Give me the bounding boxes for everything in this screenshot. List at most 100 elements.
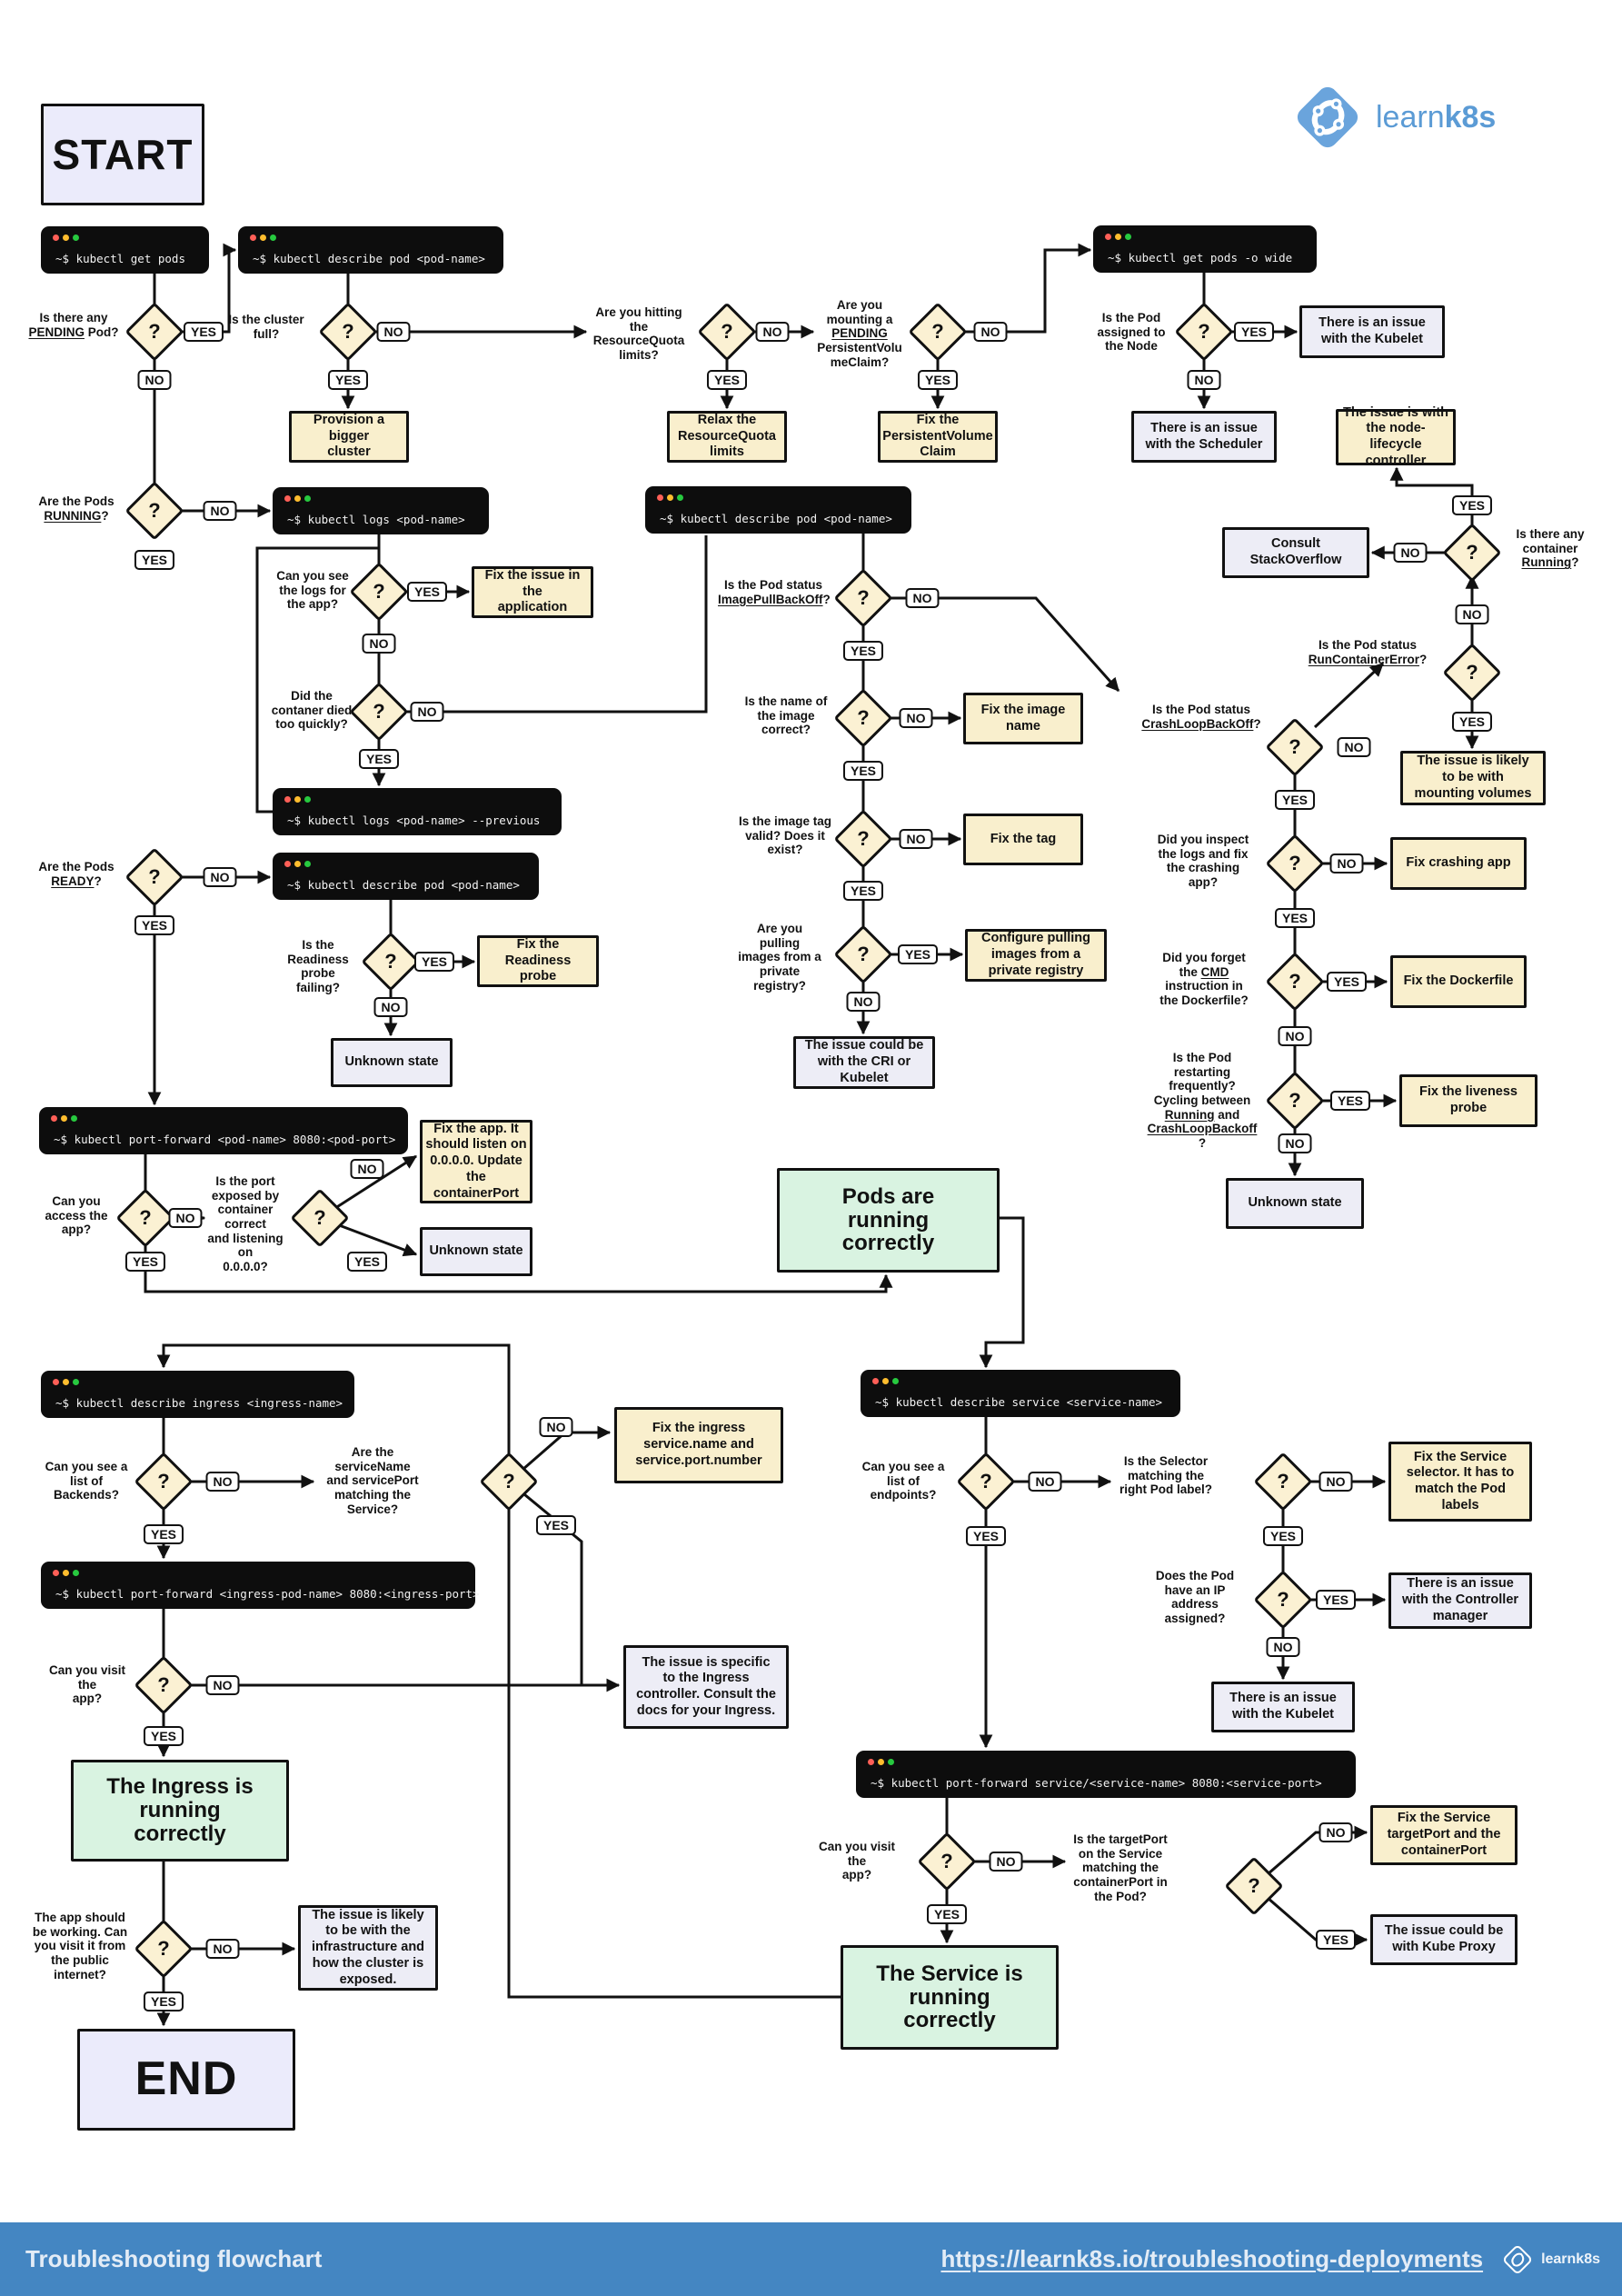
terminal-dots	[1105, 234, 1135, 240]
no-label-39: NO	[373, 997, 408, 1017]
terminal-dots	[51, 1115, 81, 1122]
start-node: START	[41, 104, 204, 205]
terminal-dots	[53, 1570, 83, 1576]
terminal-command: ~$ kubectl describe ingress <ingress-nam…	[55, 1396, 343, 1410]
decision-readiness-probe: ?	[360, 931, 422, 993]
terminal-command: ~$ kubectl logs <pod-name> --previous	[287, 814, 541, 827]
yes-label-17: YES	[1274, 908, 1316, 928]
decision-container-running: ?	[1441, 522, 1503, 584]
no-label-40: NO	[168, 1208, 203, 1228]
no-label-14: NO	[1337, 737, 1371, 757]
question-mark: ?	[857, 827, 870, 850]
connector-32	[379, 535, 708, 714]
no-label-16: NO	[1329, 854, 1364, 873]
question-mark: ?	[931, 320, 944, 343]
terminal-dots	[868, 1759, 898, 1765]
decision-selector-label: ?	[1252, 1451, 1314, 1512]
decision-private-registry: ?	[832, 923, 894, 985]
yes-label-8: YES	[1233, 322, 1275, 342]
decision-visit-app-service: ?	[916, 1831, 978, 1892]
unknown-state-port: Unknown state	[420, 1227, 532, 1276]
terminal-port-forward-service: ~$ kubectl port-forward service/<service…	[856, 1751, 1356, 1798]
terminal-describe-pod-mid: ~$ kubectl describe pod <pod-name>	[645, 486, 911, 534]
yes-label-41: YES	[124, 1252, 166, 1272]
no-label-45: NO	[539, 1417, 573, 1437]
no-label-60: NO	[1318, 1822, 1353, 1842]
question-mark: ?	[1198, 320, 1210, 343]
no-label-50: NO	[205, 1939, 240, 1959]
terminal-get-pods-o-wide: ~$ kubectl get pods -o wide	[1093, 225, 1317, 273]
yes-label-13: YES	[1451, 712, 1493, 732]
yes-label-47: YES	[143, 1524, 184, 1544]
terminal-dots	[284, 796, 314, 803]
question-mark: ?	[1466, 661, 1478, 684]
learnk8s-wordmark: learnk8s	[1376, 99, 1497, 135]
decision-see-endpoints: ?	[955, 1451, 1017, 1512]
yes-label-20: YES	[1329, 1091, 1371, 1111]
learnk8s-logo: learnk8s	[1289, 78, 1496, 156]
decision-image-name: ?	[832, 687, 894, 749]
terminal-dots	[53, 235, 83, 241]
yes-label-53: YES	[965, 1526, 1007, 1546]
decision-servicename-port: ?	[478, 1451, 540, 1512]
question-mark: ?	[1289, 970, 1301, 993]
unknown-state-crash: Unknown state	[1226, 1178, 1364, 1229]
terminal-describe-pod-top: ~$ kubectl describe pod <pod-name>	[238, 226, 503, 274]
decision-inspected-logs: ?	[1264, 833, 1326, 894]
decision-restarting-frequently: ?	[1264, 1070, 1326, 1132]
terminal-dots	[284, 495, 314, 502]
decision-cmd-instruction: ?	[1264, 951, 1326, 1013]
no-label-3: NO	[376, 322, 411, 342]
yes-label-37: YES	[134, 915, 175, 935]
no-label-36: NO	[203, 867, 237, 887]
question-mark: ?	[157, 1937, 170, 1960]
terminal-command: ~$ kubectl describe pod <pod-name>	[287, 878, 520, 892]
decision-access-app: ?	[114, 1187, 176, 1249]
question-mark: ?	[857, 943, 870, 965]
decision-pending-pvc: ?	[907, 301, 969, 363]
yes-label-49: YES	[143, 1726, 184, 1746]
footer-link[interactable]: https://learnk8s.io/troubleshooting-depl…	[940, 2245, 1484, 2272]
no-label-21: NO	[1278, 1133, 1312, 1153]
decision-cluster-full: ?	[317, 301, 379, 363]
no-label-44: NO	[205, 1472, 240, 1492]
unknown-state-ready: Unknown state	[331, 1038, 453, 1087]
yes-label-59: YES	[926, 1904, 968, 1924]
terminal-dots	[657, 494, 687, 501]
no-label-26: NO	[899, 829, 933, 849]
question-mark: ?	[148, 865, 161, 888]
question-mark: ?	[373, 580, 385, 603]
connector-44	[979, 1216, 1025, 1369]
footer-title: Troubleshooting flowchart	[25, 2245, 323, 2272]
decision-public-internet: ?	[133, 1918, 194, 1980]
terminal-logs: ~$ kubectl logs <pod-name>	[273, 487, 489, 534]
decision-pod-assigned: ?	[1173, 301, 1235, 363]
connector-13	[1389, 466, 1474, 553]
yes-label-6: YES	[917, 370, 959, 390]
terminal-port-forward-ingress: ~$ kubectl port-forward <ingress-pod-nam…	[41, 1562, 480, 1609]
yes-label-61: YES	[1315, 1930, 1357, 1950]
no-label-22: NO	[905, 588, 940, 608]
